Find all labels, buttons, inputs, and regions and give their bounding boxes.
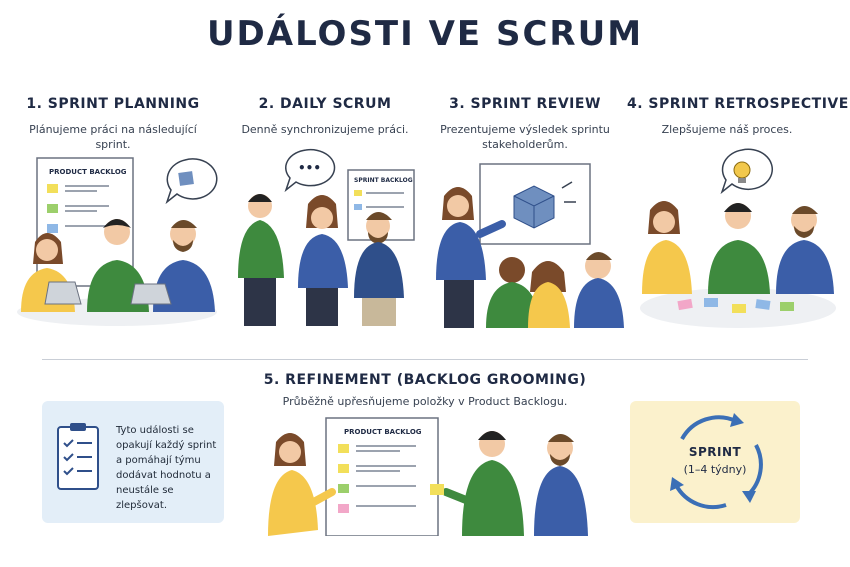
person-green-holding-note (430, 431, 524, 536)
event-sprint-review: 3. SPRINT REVIEW Prezentujeme výsledek s… (425, 96, 625, 152)
section-divider (42, 359, 808, 360)
event-heading: 3. SPRINT REVIEW (449, 96, 601, 112)
sprint-cycle-box: SPRINT (1–4 týdny) (630, 401, 800, 523)
sticky-note-pink (677, 298, 693, 311)
audience-member-green (486, 257, 540, 328)
sticky-note-blue (47, 224, 58, 233)
event-sprint-planning: 1. SPRINT PLANNING Plánujeme práci na ná… (13, 96, 213, 152)
sticky-note-green (338, 484, 349, 493)
sticky-note-blue (755, 299, 771, 310)
event-description: Denně synchronizujeme práci. (241, 123, 409, 136)
bubble-dots: ••• (298, 161, 321, 175)
cycle-arrows-icon (670, 413, 763, 509)
event-daily-scrum: 2. DAILY SCRUM Denně synchronizujeme prá… (225, 96, 425, 137)
sticky-note-yellow (732, 304, 746, 313)
sticky-note-yellow (338, 444, 349, 453)
sticky-note-pink (338, 504, 349, 513)
speech-bubble-icon (284, 148, 336, 193)
sticky-note-yellow (338, 464, 349, 473)
event-description: Průběžně upřesňujeme položky v Product B… (282, 395, 568, 408)
product-cube-icon (513, 185, 555, 229)
event-heading: 1. SPRINT PLANNING (26, 96, 200, 112)
person-yellow-pointing (268, 433, 336, 536)
sticky-note-green (780, 302, 794, 311)
board-label: SPRINT BACKLOG (354, 177, 413, 184)
event-heading: 4. SPRINT RETROSPECTIVE (627, 96, 849, 112)
event-sprint-retrospective: 4. SPRINT RETROSPECTIVE Zlepšujeme náš p… (627, 96, 849, 137)
refinement-illustration: PRODUCT BACKLOG (268, 417, 588, 536)
sprint-label: SPRINT (688, 445, 742, 459)
sticky-note-yellow (47, 184, 58, 193)
event-description: Prezentujeme výsledek sprintu stakeholde… (440, 123, 610, 151)
sprint-retrospective-illustration (640, 148, 836, 328)
event-description: Plánujeme práci na následující sprint. (29, 123, 197, 151)
product-backlog-board (325, 417, 439, 536)
person-navy-standing (354, 212, 404, 326)
person-green (708, 203, 770, 294)
event-description: Zlepšujeme náš proces. (661, 123, 793, 136)
info-box: Tyto události se opakují každý sprint a … (42, 401, 224, 523)
laptop-icon (44, 281, 82, 305)
daily-scrum-illustration: ••• SPRINT BACKLOG (238, 148, 415, 326)
event-heading: 5. REFINEMENT (BACKLOG GROOMING) (263, 372, 587, 388)
person-yellow (642, 201, 692, 294)
lightbulb-icon (733, 161, 751, 183)
person-blue (776, 206, 834, 294)
board-label: PRODUCT BACKLOG (344, 428, 422, 436)
person-green-standing (238, 194, 284, 326)
sticky-note-blue (704, 298, 718, 307)
laptop-icon (130, 283, 172, 305)
page-title: UDÁLOSTI VE SCRUM (206, 14, 644, 54)
person-blue-standing (298, 195, 348, 326)
audience-member-yellow (528, 261, 570, 328)
board-label: PRODUCT BACKLOG (49, 168, 127, 176)
checklist-clipboard-icon (57, 423, 99, 490)
person-blue-thinking (534, 434, 588, 536)
event-refinement: 5. REFINEMENT (BACKLOG GROOMING) Průběžn… (225, 372, 625, 408)
sprint-review-illustration (436, 163, 624, 328)
sticky-note-green (47, 204, 58, 213)
presenter-blue (436, 187, 506, 328)
sticky-note-yellow (430, 484, 444, 495)
task-card-icon (178, 171, 194, 186)
audience-member-blue (574, 252, 624, 328)
sprint-duration: (1–4 týdny) (683, 463, 747, 476)
sprint-planning-illustration: PRODUCT BACKLOG (17, 157, 218, 326)
event-heading: 2. DAILY SCRUM (258, 96, 392, 112)
info-text: Tyto události se opakují každý sprint a … (116, 425, 217, 511)
